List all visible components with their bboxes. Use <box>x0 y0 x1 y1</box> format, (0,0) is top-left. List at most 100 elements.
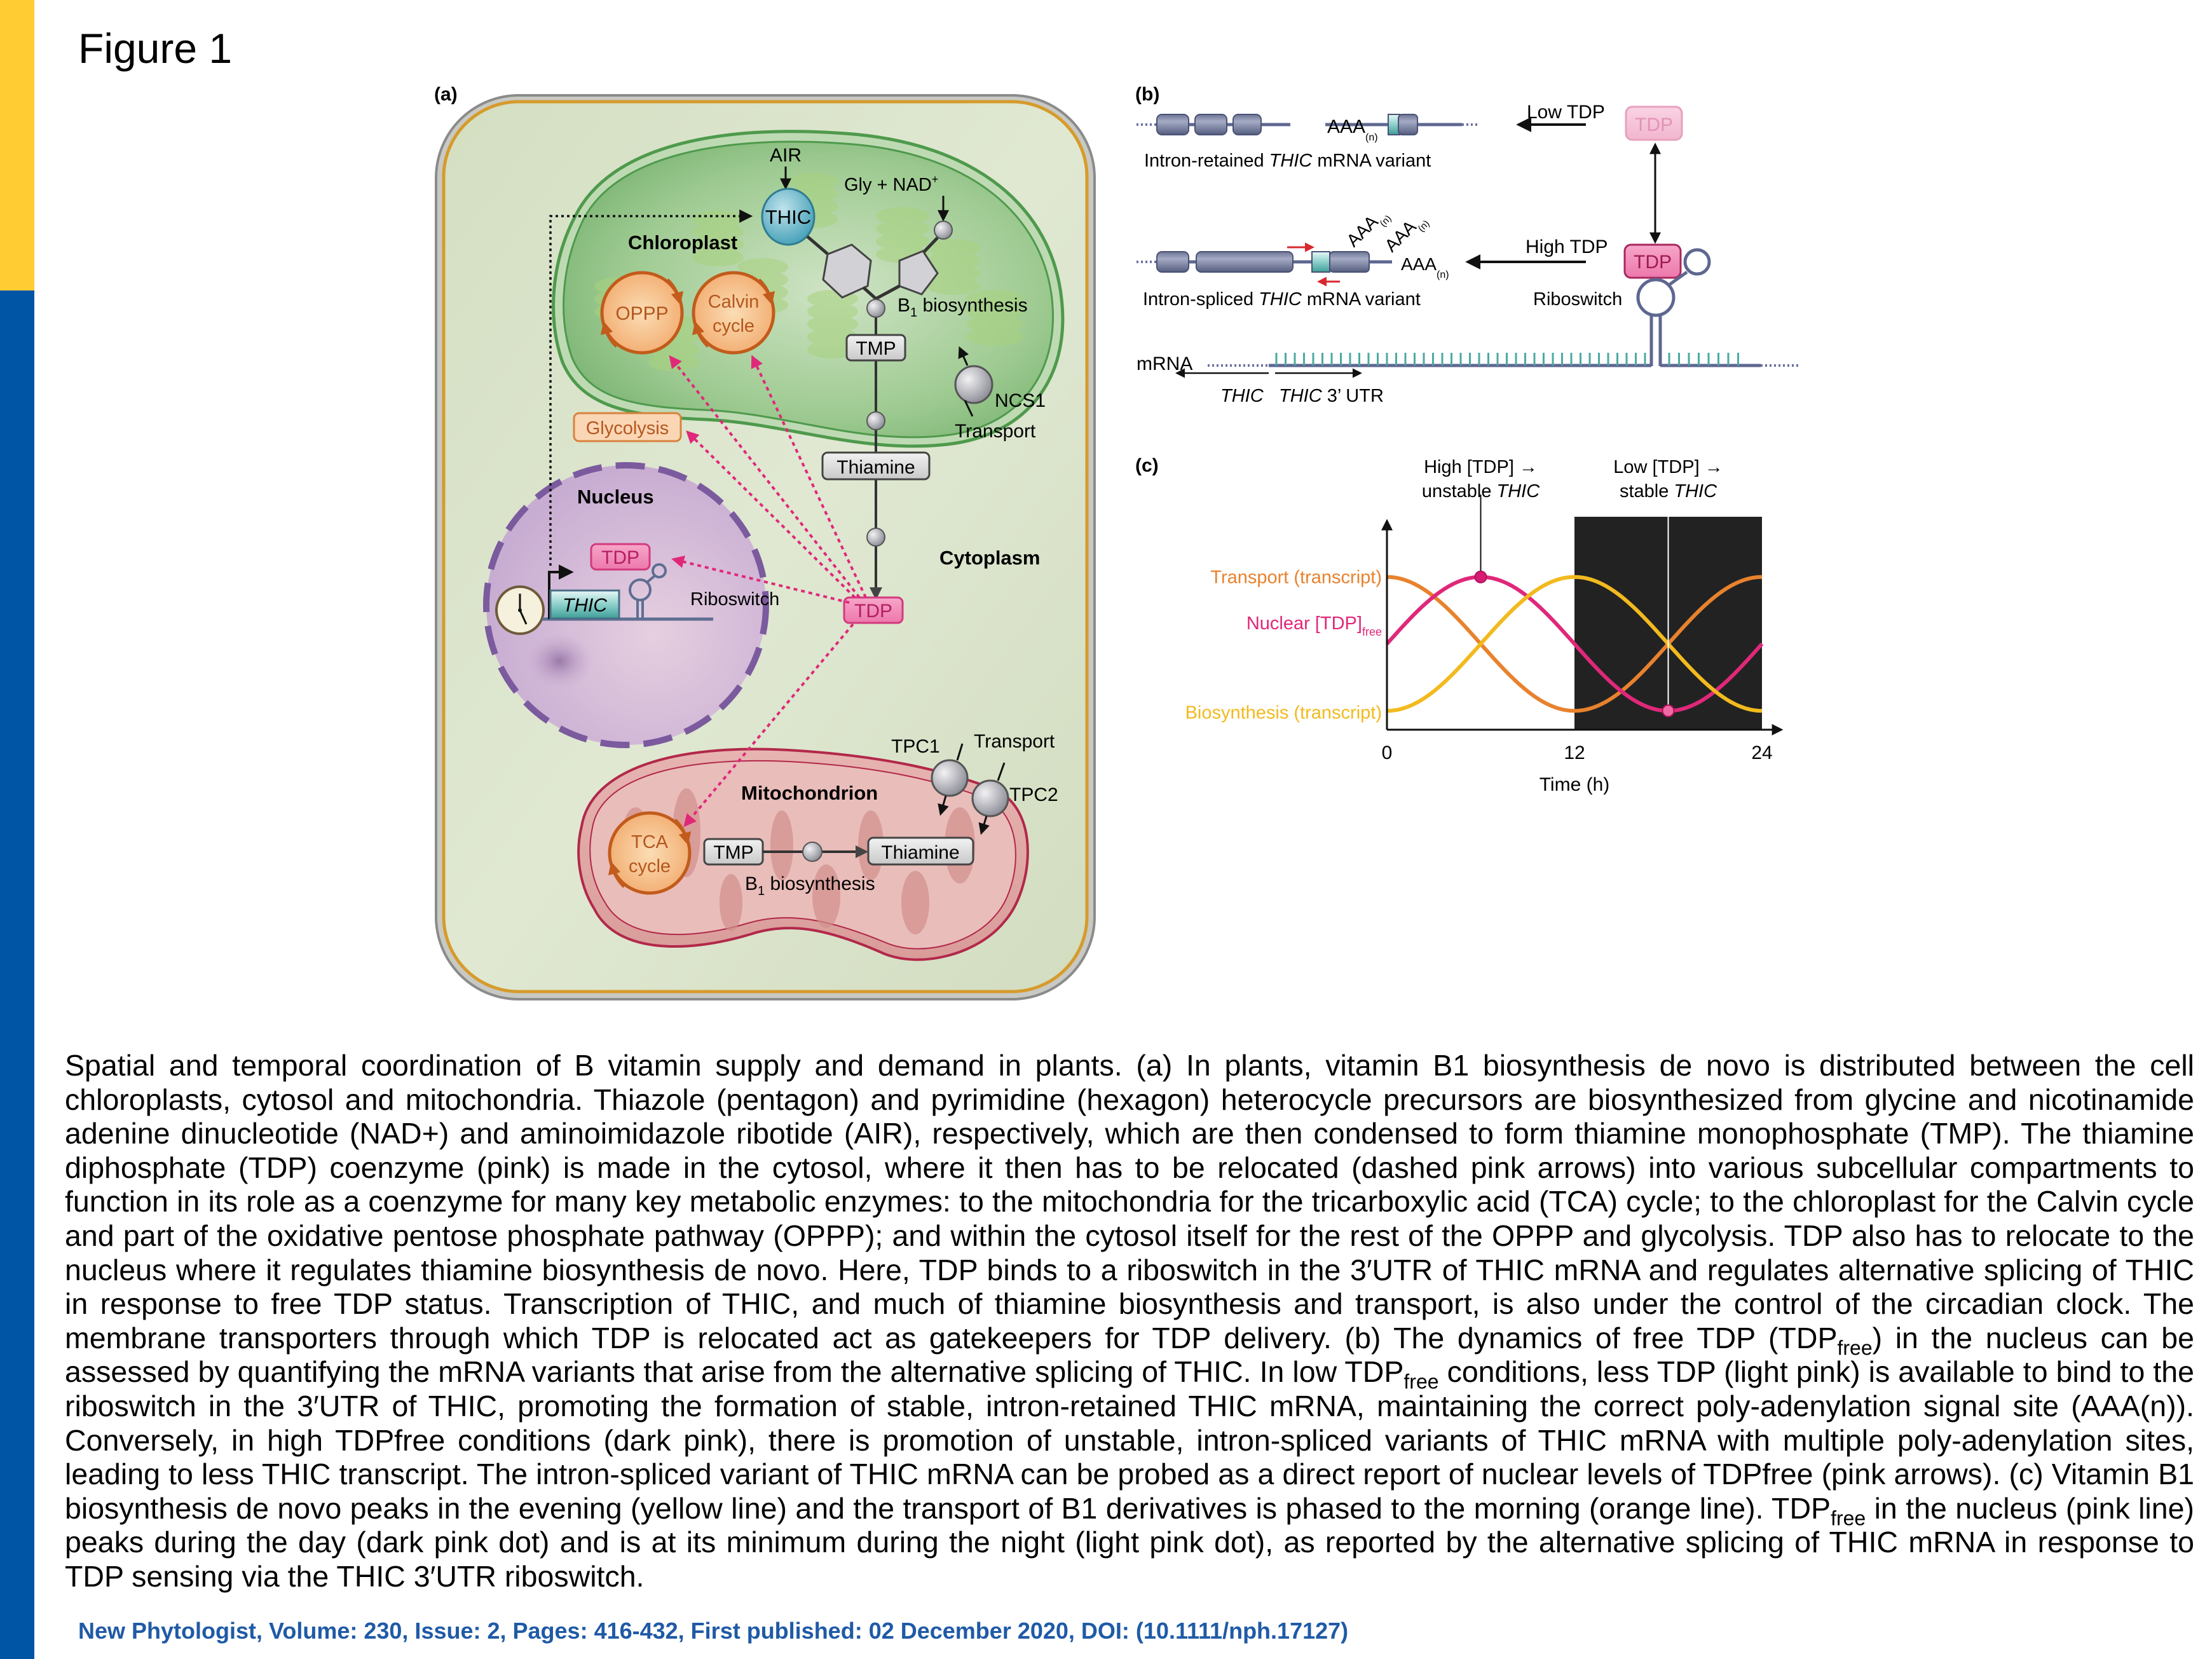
clock-regulation-dotted-arrow <box>549 209 753 566</box>
ncs1-arrow <box>958 346 969 366</box>
mito-transport-label: Transport <box>974 731 1055 752</box>
mito-tmp-label: TMP <box>713 842 753 863</box>
caption-sub-free: free <box>1831 1506 1866 1530</box>
figure-panels: (a) Chloroplast AIR <box>434 84 1799 1000</box>
nucleus-label: Nucleus <box>577 486 654 508</box>
enzyme-ball <box>866 299 885 318</box>
nucleus: Nucleus TDP THIC Riboswitch <box>483 209 779 748</box>
panel-b-riboswitch-label: Riboswitch <box>1533 289 1622 310</box>
thic-enzyme-label: THIC <box>765 206 811 228</box>
tca-cycle <box>608 811 692 895</box>
panel-b: (b) AAA(n) Intron-retained THIC mRNA var… <box>1135 84 1799 406</box>
figure-caption: Spatial and temporal coordination of B v… <box>65 1049 2194 1594</box>
tca-label-line1: TCA <box>631 832 669 852</box>
mitochondrion: Mitochondrion TCA cycle TMP Thiamine B1 … <box>577 731 1058 961</box>
ncs1-transporter <box>954 365 993 404</box>
panel-c-label: (c) <box>1135 455 1159 476</box>
oppp-cycle <box>600 271 684 355</box>
ncs1-stem <box>964 400 974 417</box>
ncs1-label: NCS1 <box>995 390 1046 411</box>
circadian-clock-icon <box>495 585 545 635</box>
annotation-line1: High [TDP] → <box>1424 457 1538 477</box>
high-tdp-box-label: TDP <box>1634 252 1672 273</box>
spliced-junction <box>1311 251 1330 273</box>
oppp-cycle-arrow <box>600 321 618 348</box>
markers <box>1474 570 1675 718</box>
tpc1-arrow <box>938 795 949 816</box>
chloroplast-label: Chloroplast <box>628 231 737 254</box>
tpc1-transporter <box>931 759 969 797</box>
tdp-cytosol-label: TDP <box>854 601 892 622</box>
calvin-cycle-arrow <box>758 278 775 305</box>
tca-cycle-arrow <box>674 819 692 845</box>
series-line-0 <box>1386 575 1763 713</box>
mito-thiamine-label: Thiamine <box>881 842 959 863</box>
x-axis-label: Time (h) <box>1540 774 1610 795</box>
panel-b-label: (b) <box>1135 84 1159 105</box>
thic-coding-label: THIC <box>1220 386 1264 406</box>
tpc2-stem <box>997 762 1006 781</box>
calvin-label-line2: cycle <box>713 316 754 336</box>
citation-link[interactable]: New Phytologist, Volume: 230, Issue: 2, … <box>78 1618 1349 1644</box>
calvin-label-line1: Calvin <box>708 292 760 312</box>
caption-part-3: conditions, less TDP (light pink) is ava… <box>65 1355 2194 1525</box>
chloroplast-transport-label: Transport <box>955 421 1036 442</box>
tdp-nucleus-box <box>590 543 651 571</box>
low-tdp-box <box>1625 106 1683 141</box>
calvin-cycle-arrow <box>692 321 709 348</box>
caption-part-1: Spatial and temporal coordination of B v… <box>65 1049 2194 1355</box>
x-tick-label: 12 <box>1564 742 1585 763</box>
glycolysis-box <box>573 412 682 442</box>
thiamine-label: Thiamine <box>836 457 915 478</box>
aaa-retained: AAA(n) <box>1327 116 1378 143</box>
tca-cycle-arrow <box>608 861 625 888</box>
series-labels: Transport (transcript)Nuclear [TDP]freeB… <box>1185 568 1382 723</box>
tca-label-line2: cycle <box>629 856 671 877</box>
calvin-cycle <box>692 271 775 355</box>
oppp-cycle-arrow <box>666 278 684 305</box>
tdp-relocation-arrows <box>669 355 867 828</box>
cytoplasm-label: Cytoplasm <box>939 547 1040 569</box>
tmp-label: TMP <box>856 338 896 359</box>
series-label-transport: Transport (transcript) <box>1210 568 1382 588</box>
figure-title: Figure 1 <box>78 25 233 72</box>
enzyme-ball <box>802 842 823 862</box>
exon <box>1398 114 1418 135</box>
tdp-to-tca-arrow <box>683 623 854 828</box>
tdp-cytosol-box <box>843 596 904 624</box>
thic-enzyme <box>761 188 816 246</box>
annotation-line1: Low [TDP] → <box>1613 457 1723 477</box>
brand-bar-blue <box>0 290 34 1659</box>
aaa-spliced-3: AAA(n) <box>1401 254 1449 280</box>
precursor-ball <box>934 221 953 240</box>
panel-a: (a) Chloroplast AIR <box>434 84 1096 1000</box>
oppp-label: OPPP <box>615 303 668 324</box>
brand-bar-yellow <box>0 0 34 290</box>
exon <box>1194 114 1227 135</box>
panel-a-label: (a) <box>434 84 458 105</box>
chloroplast: Chloroplast AIR THIC Gly + NAD+ B1 biosy… <box>552 130 1065 448</box>
low-tdp-box-label: TDP <box>1635 114 1673 135</box>
caption-sub-free: free <box>1837 1336 1873 1360</box>
series-lines <box>1385 575 1764 713</box>
mrna-label: mRNA <box>1137 353 1192 374</box>
riboswitch-label: Riboswitch <box>690 589 779 610</box>
exon <box>1156 251 1189 273</box>
exon <box>1156 114 1189 135</box>
enzyme-ball <box>866 528 885 547</box>
pyrimidine-hexagon <box>822 243 872 299</box>
air-label: AIR <box>770 145 802 166</box>
tdp-to-glycolysis-arrow <box>686 430 856 599</box>
high-tdp-box <box>1623 243 1682 279</box>
x-tick-label: 24 <box>1751 742 1772 763</box>
caption-part-4: in the nucleus (pink line) peaks during … <box>65 1491 2194 1593</box>
series-label-biosynthesis: Biosynthesis (transcript) <box>1185 702 1382 723</box>
enzyme-ball <box>866 411 885 430</box>
high-tdp-label: High TDP <box>1526 236 1608 257</box>
glycolysis-label: Glycolysis <box>586 418 669 439</box>
thiamine-box <box>821 451 931 481</box>
series-line-1 <box>1385 575 1764 713</box>
